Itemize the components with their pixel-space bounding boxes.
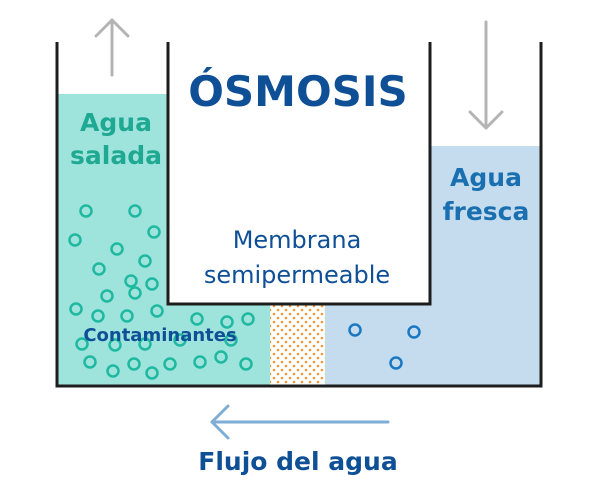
membrane-region [270,304,325,386]
salt-particle [92,262,106,276]
salt-particle [69,302,83,316]
fresh-water-label-line1: Agua [450,163,522,192]
container-outline [55,42,543,388]
arrow-down-icon [468,20,504,130]
salt-particle [241,312,255,326]
fresh-water-label-line2: fresca [443,197,530,226]
inner-divider [166,42,432,306]
salt-particle [220,315,234,329]
fresh-particles [348,323,421,370]
flow-label: Flujo del agua [198,447,397,476]
salt-particle [239,357,253,371]
salt-particle [138,337,152,351]
salt-particle [108,338,122,352]
salt-particle [147,225,161,239]
salt-particle [150,304,164,318]
salt-particle [120,309,134,323]
salt-particle [173,333,187,347]
fresh-particle [389,356,403,370]
salt-particle [91,309,105,323]
salt-particle [128,286,142,300]
arrow-left-icon [210,404,390,440]
salt-particle [110,242,124,256]
arrow-up-icon [94,18,130,77]
salt-water-label-line1: Agua [80,108,152,137]
salt-particle [138,254,152,268]
contaminants-label: Contaminantes [83,325,236,346]
salt-particle [124,274,138,288]
salt-particle [190,312,204,326]
salt-water-fill [57,94,270,386]
salt-water-label-line2: salada [70,141,162,170]
salt-particle [128,204,142,218]
salt-particle [68,233,82,247]
fresh-particle [407,325,421,339]
salt-particle [193,355,207,369]
salt-particle [145,277,159,291]
fresh-particle [348,323,362,337]
salt-particle [79,204,93,218]
salt-particle [100,289,114,303]
salt-particle [127,357,141,371]
salt-particle [83,355,97,369]
diagram-title: ÓSMOSIS [188,66,408,116]
salt-particle [214,350,228,364]
salt-particle [75,337,89,351]
salt-particle [106,364,120,378]
salt-particle [145,366,159,380]
fresh-water-fill [325,146,541,386]
membrane-label-line1: Membrana [233,226,362,254]
membrane-label-line2: semipermeable [204,261,390,289]
salt-particles [68,204,255,380]
salt-particle [163,357,177,371]
salt-particle [224,333,238,347]
